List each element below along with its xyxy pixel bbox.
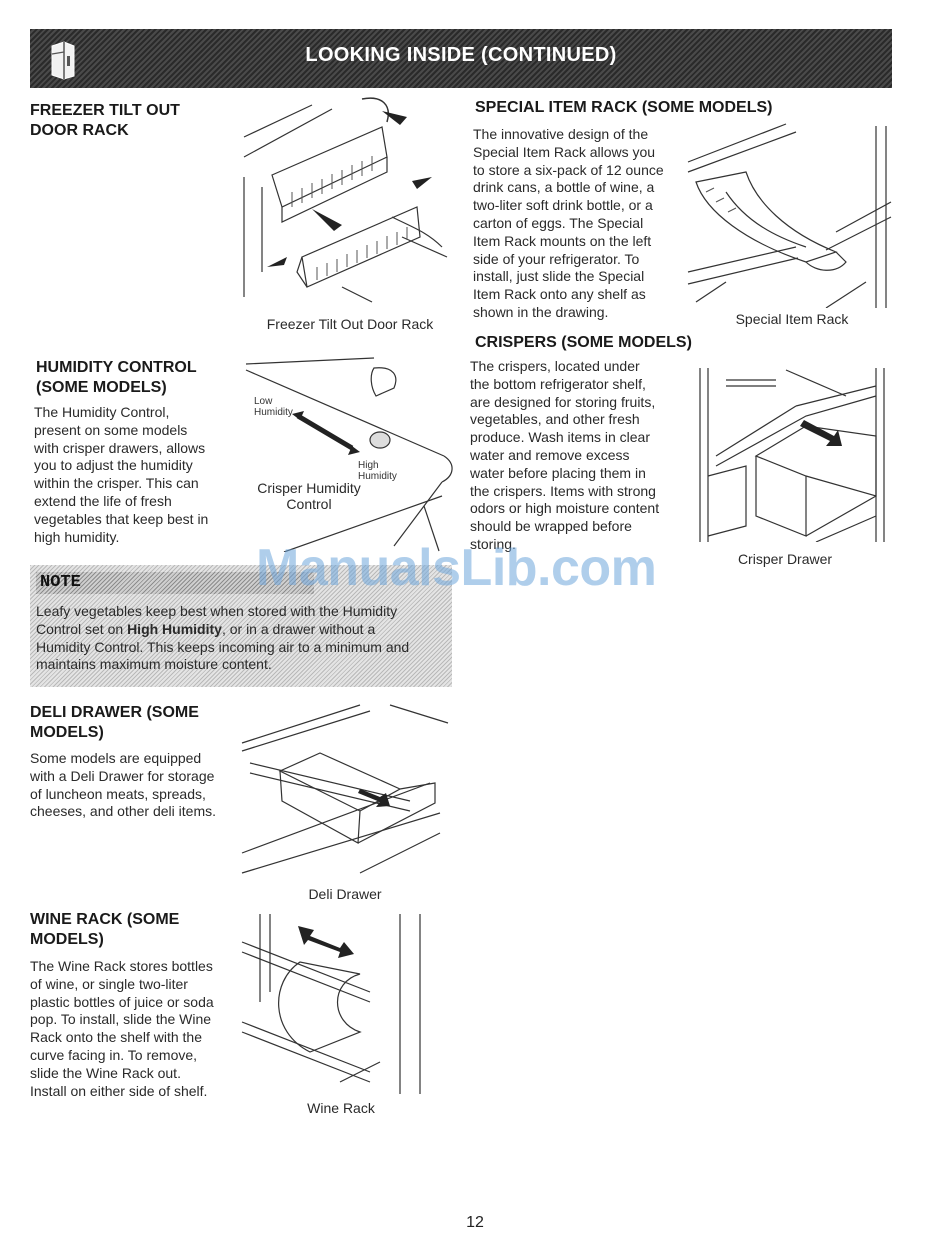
freezer-rack-heading: FREEZER TILT OUT DOOR RACK <box>30 102 180 139</box>
page-title: LOOKING INSIDE (CONTINUED) <box>305 44 617 66</box>
deli-drawer-illustration <box>241 704 449 874</box>
wine-rack-illustration <box>241 914 421 1094</box>
high-humidity-label: High <box>358 460 379 471</box>
note-line-2: Control set on High Humidity, or in a dr… <box>36 620 376 637</box>
freezer-rack-caption: Freezer Tilt Out Door Rack <box>266 316 434 332</box>
watermark: ManualsLib.com <box>256 539 657 597</box>
refrigerator-icon <box>51 41 75 80</box>
crisper-drawer-illustration <box>699 368 885 542</box>
crisper-caption: Crisper Drawer <box>737 551 833 567</box>
wine-text: The Wine Rack stores bottles of wine, or… <box>30 958 214 1099</box>
special-heading: SPECIAL ITEM RACK (SOME MODELS) <box>475 99 773 116</box>
high-humidity-label-2: Humidity <box>358 471 397 482</box>
low-humidity-label-2: Humidity <box>254 407 293 418</box>
wine-heading: WINE RACK (SOME MODELS) <box>30 911 180 948</box>
freezer-rack-illustration <box>243 97 448 303</box>
special-item-rack-illustration <box>687 123 892 308</box>
low-humidity-label: Low <box>254 396 273 407</box>
note-box: NOTE Leafy vegetables keep best when sto… <box>30 565 452 687</box>
deli-caption: Deli Drawer <box>308 886 382 902</box>
special-text: The innovative design of the Special Ite… <box>473 126 664 320</box>
special-caption: Special Item Rack <box>735 311 849 327</box>
humidity-control-illustration: Low Humidity High Humidity <box>245 357 453 552</box>
crispers-heading: CRISPERS (SOME MODELS) <box>475 334 692 351</box>
note-text: Leafy vegetables keep best when stored w… <box>36 603 446 674</box>
wine-caption: Wine Rack <box>307 1100 375 1116</box>
humidity-caption: Crisper Humidity Control <box>257 480 361 512</box>
page-number: 12 <box>466 1214 484 1231</box>
note-title: NOTE <box>36 572 314 594</box>
crispers-text: The crispers, located under the bottom r… <box>470 358 660 552</box>
deli-heading: DELI DRAWER (SOME MODELS) <box>30 704 199 741</box>
humidity-heading: HUMIDITY CONTROL (SOME MODELS) <box>36 359 197 396</box>
section-banner: LOOKING INSIDE (CONTINUED) <box>30 29 892 88</box>
humidity-text: The Humidity Control, present on some mo… <box>34 404 209 545</box>
deli-text: Some models are equipped with a Deli Dra… <box>30 750 216 820</box>
